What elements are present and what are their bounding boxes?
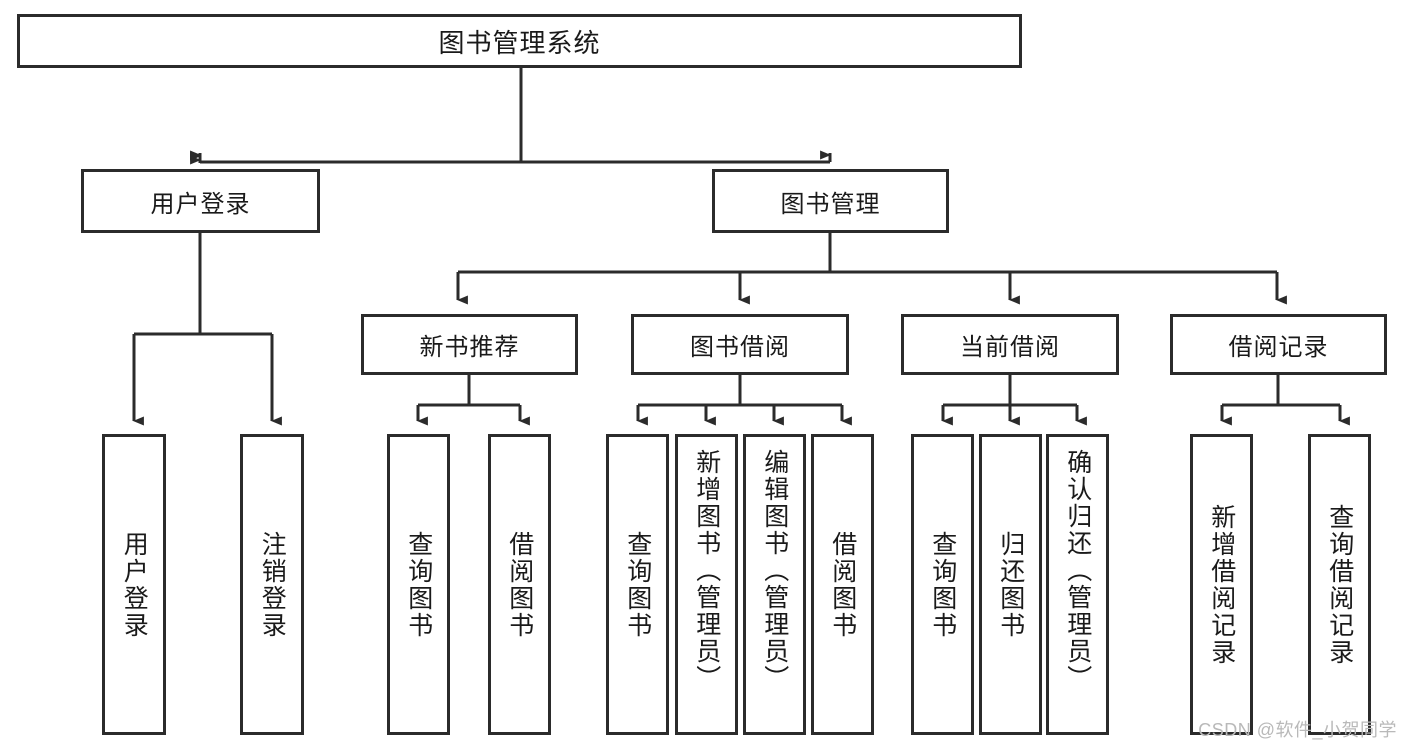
leaf-confirm-return-admin[interactable]: 确认归还（管理员）	[1046, 434, 1109, 735]
node-root-label: 图书管理系统	[438, 27, 601, 58]
leaf-return-book[interactable]: 归还图书	[979, 434, 1042, 735]
leaf-borrow-book-recommend[interactable]: 借阅图书	[488, 434, 551, 735]
leaf-query-book-recommend-label: 查询图书	[404, 530, 433, 639]
leaf-query-borrow-record-label: 查询借阅记录	[1325, 503, 1354, 666]
node-current-borrow-label: 当前借阅	[960, 334, 1060, 361]
node-root[interactable]: 图书管理系统	[17, 14, 1022, 68]
node-new-book-recommend[interactable]: 新书推荐	[361, 314, 578, 375]
leaf-borrow-book-label: 借阅图书	[828, 530, 857, 639]
leaf-borrow-book[interactable]: 借阅图书	[811, 434, 874, 735]
leaf-add-book-admin[interactable]: 新增图书（管理员）	[675, 434, 738, 735]
node-book-management-label: 图书管理	[780, 190, 881, 218]
leaf-query-borrow-record[interactable]: 查询借阅记录	[1308, 434, 1371, 735]
leaf-return-book-label: 归还图书	[996, 530, 1025, 639]
leaf-query-book-recommend[interactable]: 查询图书	[387, 434, 450, 735]
leaf-add-book-admin-label: 新增图书（管理员）	[692, 449, 721, 692]
node-book-management[interactable]: 图书管理	[712, 169, 949, 233]
node-borrow-record-label: 借阅记录	[1228, 334, 1329, 361]
leaf-query-book-current[interactable]: 查询图书	[911, 434, 974, 735]
leaf-edit-book-admin-label: 编辑图书（管理员）	[760, 449, 789, 692]
node-user-login-label: 用户登录	[150, 190, 251, 218]
leaf-query-book-borrow-label: 查询图书	[623, 530, 652, 639]
leaf-logout[interactable]: 注销登录	[240, 434, 304, 735]
node-user-login[interactable]: 用户登录	[81, 169, 320, 233]
leaf-logout-label: 注销登录	[258, 530, 287, 639]
leaf-borrow-book-recommend-label: 借阅图书	[505, 530, 534, 639]
leaf-user-login-label: 用户登录	[120, 530, 149, 639]
node-borrow-record[interactable]: 借阅记录	[1170, 314, 1387, 375]
leaf-add-borrow-record[interactable]: 新增借阅记录	[1190, 434, 1253, 735]
node-current-borrow[interactable]: 当前借阅	[901, 314, 1119, 375]
leaf-query-book-current-label: 查询图书	[928, 530, 957, 639]
leaf-user-login[interactable]: 用户登录	[102, 434, 166, 735]
watermark: CSDN @软件_小贺同学	[1198, 720, 1397, 740]
node-book-borrow[interactable]: 图书借阅	[631, 314, 849, 375]
leaf-confirm-return-admin-label: 确认归还（管理员）	[1063, 449, 1092, 692]
leaf-edit-book-admin[interactable]: 编辑图书（管理员）	[743, 434, 806, 735]
node-new-book-recommend-label: 新书推荐	[419, 334, 520, 361]
node-book-borrow-label: 图书借阅	[690, 334, 790, 361]
leaf-add-borrow-record-label: 新增借阅记录	[1207, 503, 1236, 666]
leaf-query-book-borrow[interactable]: 查询图书	[606, 434, 669, 735]
